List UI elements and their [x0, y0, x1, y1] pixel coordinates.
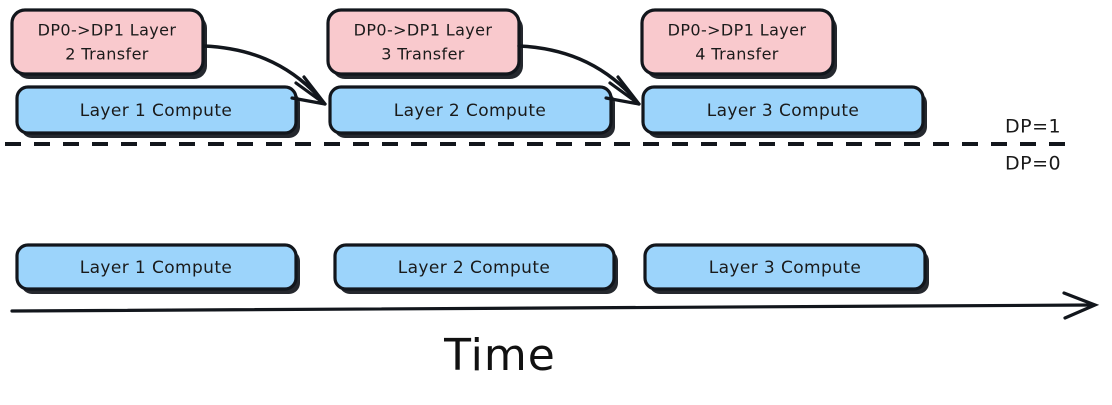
top-compute-block-1-label: Layer 1 Compute	[80, 101, 233, 121]
transfer-arrow-1	[202, 44, 327, 106]
transfer-block-3-rect	[640, 8, 835, 76]
bottom-compute-block-1-rect	[15, 243, 298, 291]
top-compute-block-3[interactable]: Layer 3 Compute	[641, 85, 927, 138]
transfer-block-3-line1: DP0->DP1 Layer	[668, 21, 807, 40]
transfer-block-2-rect	[326, 8, 521, 76]
top-compute-block-1-rect	[15, 85, 298, 135]
time-axis-title: Time	[443, 330, 556, 381]
bottom-compute-block-3-label: Layer 3 Compute	[709, 258, 862, 278]
transfer-block-1-rect	[10, 8, 205, 76]
transfer-block-1[interactable]: DP0->DP1 Layer 2 Transfer	[10, 8, 207, 79]
transfer-arrow-2	[517, 44, 641, 106]
bottom-compute-block-3[interactable]: Layer 3 Compute	[643, 243, 929, 294]
top-compute-block-3-rect	[641, 85, 925, 135]
bottom-compute-block-2-rect	[333, 243, 616, 291]
bottom-compute-block-3-rect	[643, 243, 927, 291]
bottom-compute-block-1-label: Layer 1 Compute	[80, 258, 233, 278]
bottom-compute-block-2[interactable]: Layer 2 Compute	[333, 243, 618, 294]
transfer-block-1-line2: 2 Transfer	[65, 45, 149, 64]
transfer-block-2-line1: DP0->DP1 Layer	[354, 21, 493, 40]
top-compute-block-2[interactable]: Layer 2 Compute	[328, 85, 615, 138]
transfer-block-2-line2: 3 Transfer	[381, 45, 465, 64]
top-compute-block-2-label: Layer 2 Compute	[394, 101, 547, 121]
transfer-block-2[interactable]: DP0->DP1 Layer 3 Transfer	[326, 8, 523, 79]
bottom-compute-block-2-label: Layer 2 Compute	[398, 258, 551, 278]
transfer-block-1-line1: DP0->DP1 Layer	[38, 21, 177, 40]
top-compute-block-2-rect	[328, 85, 613, 135]
top-compute-block-3-label: Layer 3 Compute	[707, 101, 860, 121]
time-axis	[10, 291, 1100, 320]
transfer-block-3[interactable]: DP0->DP1 Layer 4 Transfer	[640, 8, 837, 79]
transfer-block-3-line2: 4 Transfer	[695, 45, 779, 64]
top-compute-block-1[interactable]: Layer 1 Compute	[15, 85, 300, 138]
lane-label-dp1: DP=1	[1005, 116, 1061, 138]
lane-label-dp0: DP=0	[1005, 153, 1061, 175]
bottom-compute-block-1[interactable]: Layer 1 Compute	[15, 243, 300, 294]
